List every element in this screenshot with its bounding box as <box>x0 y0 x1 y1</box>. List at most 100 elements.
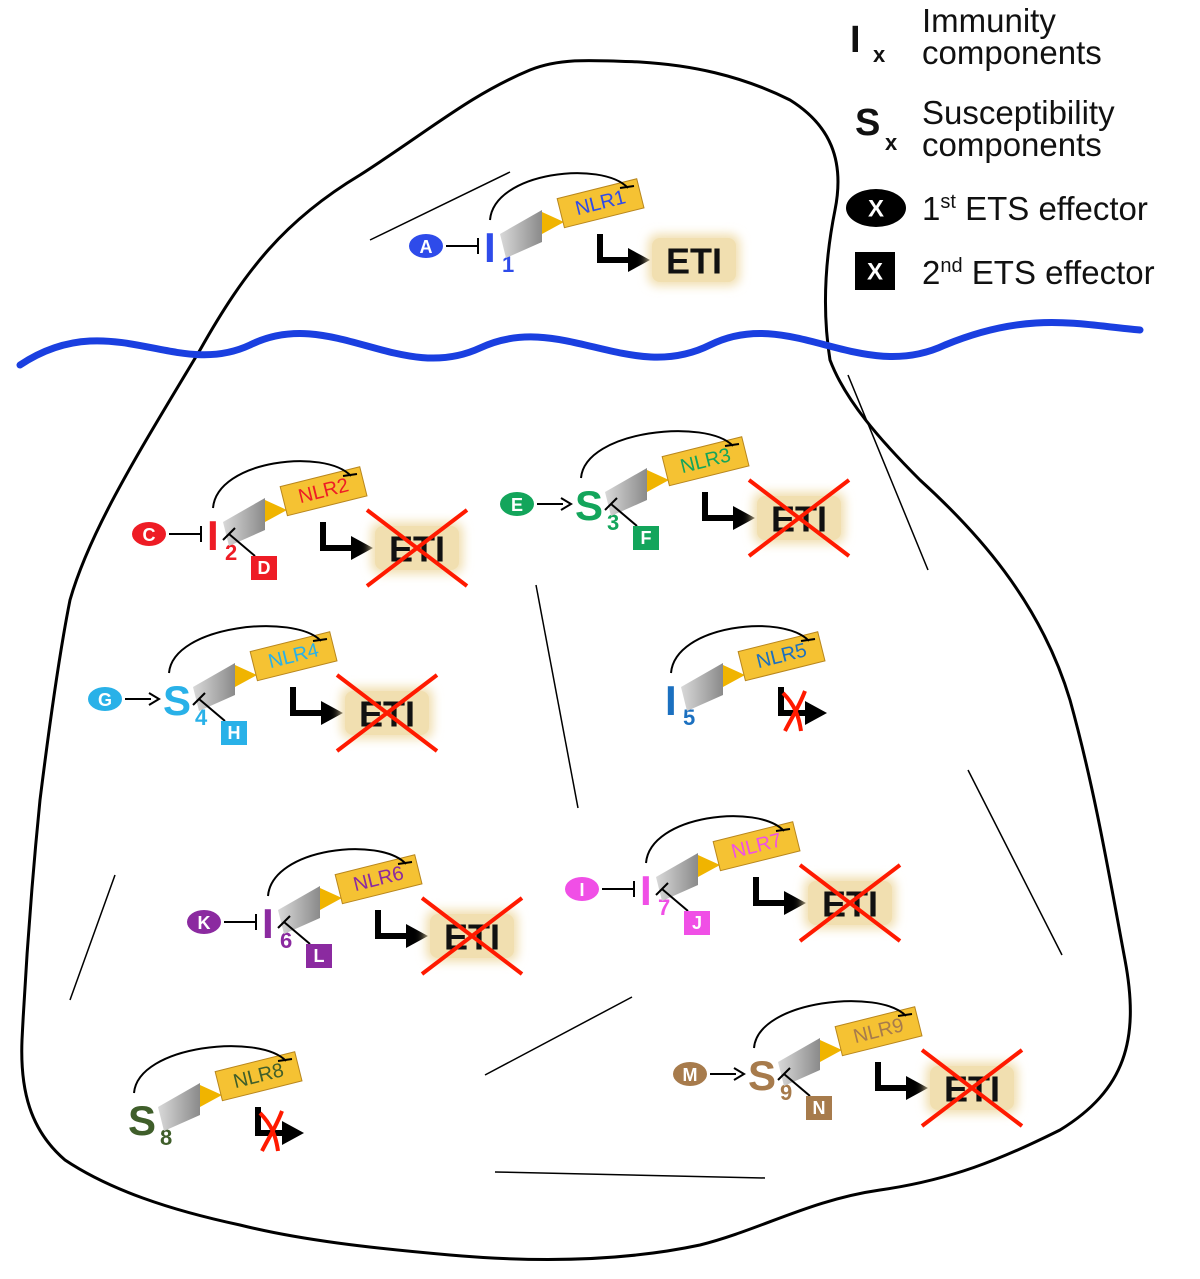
nlr-rect-3 <box>661 436 750 487</box>
wedge-3 <box>605 468 647 516</box>
output-arrow-4 <box>290 687 323 716</box>
feedback-arc-5 <box>670 625 810 674</box>
effector1-label-4: G <box>98 690 112 710</box>
wedge-4 <box>193 663 235 711</box>
effector2-inhibit-bar-2 <box>222 527 236 541</box>
wedge-5 <box>681 663 723 711</box>
module-2: I2NLR2ETICD <box>132 460 469 588</box>
effector2-inhibit-2 <box>228 533 256 557</box>
triangle-3 <box>647 470 669 492</box>
wedge-9 <box>778 1038 820 1086</box>
component-9: S <box>748 1052 776 1099</box>
eti-label-1: ETI <box>666 241 722 282</box>
nlr-box-4: NLR4 <box>249 631 338 682</box>
feedback-bar-7 <box>775 828 791 832</box>
effector1-oval-6 <box>187 910 221 934</box>
triangle-4 <box>235 665 257 687</box>
legend-immunity: I x Immunity components <box>850 2 1102 71</box>
component-sub-2: 2 <box>225 540 237 565</box>
legend-ets2-mark: X <box>867 259 883 286</box>
triangle-7 <box>698 855 720 877</box>
effector2-square-9 <box>806 1096 832 1120</box>
output-arrowhead-6 <box>406 924 428 948</box>
water-line <box>16 319 1144 369</box>
legend-susceptibility: S x Susceptibility components <box>855 94 1115 163</box>
triangle-9 <box>820 1040 842 1062</box>
feedback-arc-4 <box>168 625 322 674</box>
feedback-bar-5 <box>800 638 816 642</box>
effector2-label-7: J <box>692 913 702 933</box>
legend-susceptibility-line1: Susceptibility <box>922 94 1115 131</box>
effector1-oval-7 <box>565 877 599 901</box>
nlr-box-1: NLR1 <box>556 178 645 229</box>
legend-immunity-symbol: I <box>850 19 861 61</box>
effector2-square-2 <box>251 556 277 580</box>
effector2-inhibit-bar-7 <box>655 882 669 896</box>
effector2-label-6: L <box>314 946 325 966</box>
nlr-box-2: NLR2 <box>279 466 368 517</box>
effector2-inhibit-4 <box>198 698 226 722</box>
effector2-square-7 <box>684 911 710 935</box>
output-arrowhead-8 <box>282 1121 304 1145</box>
wedge-7 <box>656 853 698 901</box>
feedback-arc-8 <box>133 1045 287 1094</box>
cross-line-b-3 <box>747 478 851 558</box>
effector1-label-7: I <box>579 880 584 900</box>
effector2-label-2: D <box>258 558 271 578</box>
effector1-label-2: C <box>143 525 156 545</box>
output-arrow-2 <box>320 522 353 551</box>
effector1-label-6: K <box>198 913 211 933</box>
cross-line-b-8 <box>260 1110 284 1152</box>
feedback-bar-8 <box>277 1058 293 1062</box>
nlr-modules: I1NLR1ETIAI2NLR2ETICDS3NLR3ETIEFS4NLR4ET… <box>88 172 1024 1152</box>
output-arrowhead-2 <box>351 536 373 560</box>
effector-square-icon <box>855 252 895 290</box>
eti-box-1 <box>652 238 736 282</box>
effector2-label-3: F <box>641 528 652 548</box>
effector-oval-icon <box>846 189 906 227</box>
legend-immunity-line2: components <box>922 34 1102 71</box>
nlr-box-3: NLR3 <box>661 436 750 487</box>
component-sub-4: 4 <box>195 705 208 730</box>
cross-line-b-4 <box>335 673 439 753</box>
nlr-box-6: NLR6 <box>334 854 423 905</box>
triangle-6 <box>320 888 342 910</box>
effector2-label-4: H <box>228 723 241 743</box>
feedback-arc-1 <box>489 172 629 221</box>
cross-line-b-2 <box>365 508 469 588</box>
legend-susceptibility-symbol: S <box>855 102 880 144</box>
iceberg-outline <box>20 58 1132 1261</box>
nlr-rect-2 <box>279 466 368 517</box>
nlr-rect-8 <box>214 1051 303 1102</box>
feedback-bar-4 <box>312 638 328 642</box>
feedback-arc-3 <box>580 430 734 479</box>
output-arrow-3 <box>702 492 735 521</box>
legend-ets1-text: 1st ETS effector <box>922 190 1148 227</box>
wedge-8 <box>158 1083 200 1131</box>
triangle-8 <box>200 1085 222 1107</box>
effector1-oval-9 <box>673 1062 707 1086</box>
output-arrow-7 <box>753 877 786 906</box>
legend-immunity-sub: x <box>873 42 886 67</box>
output-arrowhead-5 <box>805 701 827 725</box>
effector2-inhibit-bar-3 <box>604 497 618 511</box>
legend-susceptibility-sub: x <box>885 130 898 155</box>
component-4: S <box>163 677 191 724</box>
nlr-rect-7 <box>712 821 801 872</box>
output-arrowhead-7 <box>784 891 806 915</box>
module-6: I6NLR6ETIKL <box>187 848 524 976</box>
wedge-1 <box>500 210 542 258</box>
output-arrowhead-9 <box>906 1076 928 1100</box>
component-6: I <box>262 900 274 947</box>
output-arrow-1 <box>597 234 630 263</box>
component-sub-1: 1 <box>502 252 514 277</box>
iceberg-cracks <box>69 171 1063 1179</box>
effector1-label-9: M <box>683 1065 698 1085</box>
legend-susceptibility-line2: components <box>922 126 1102 163</box>
output-arrow-9 <box>875 1062 908 1091</box>
component-8: S <box>128 1097 156 1144</box>
nlr-rect-6 <box>334 854 423 905</box>
output-arrow-6 <box>375 910 408 939</box>
nlr-box-5: NLR5 <box>737 631 826 682</box>
